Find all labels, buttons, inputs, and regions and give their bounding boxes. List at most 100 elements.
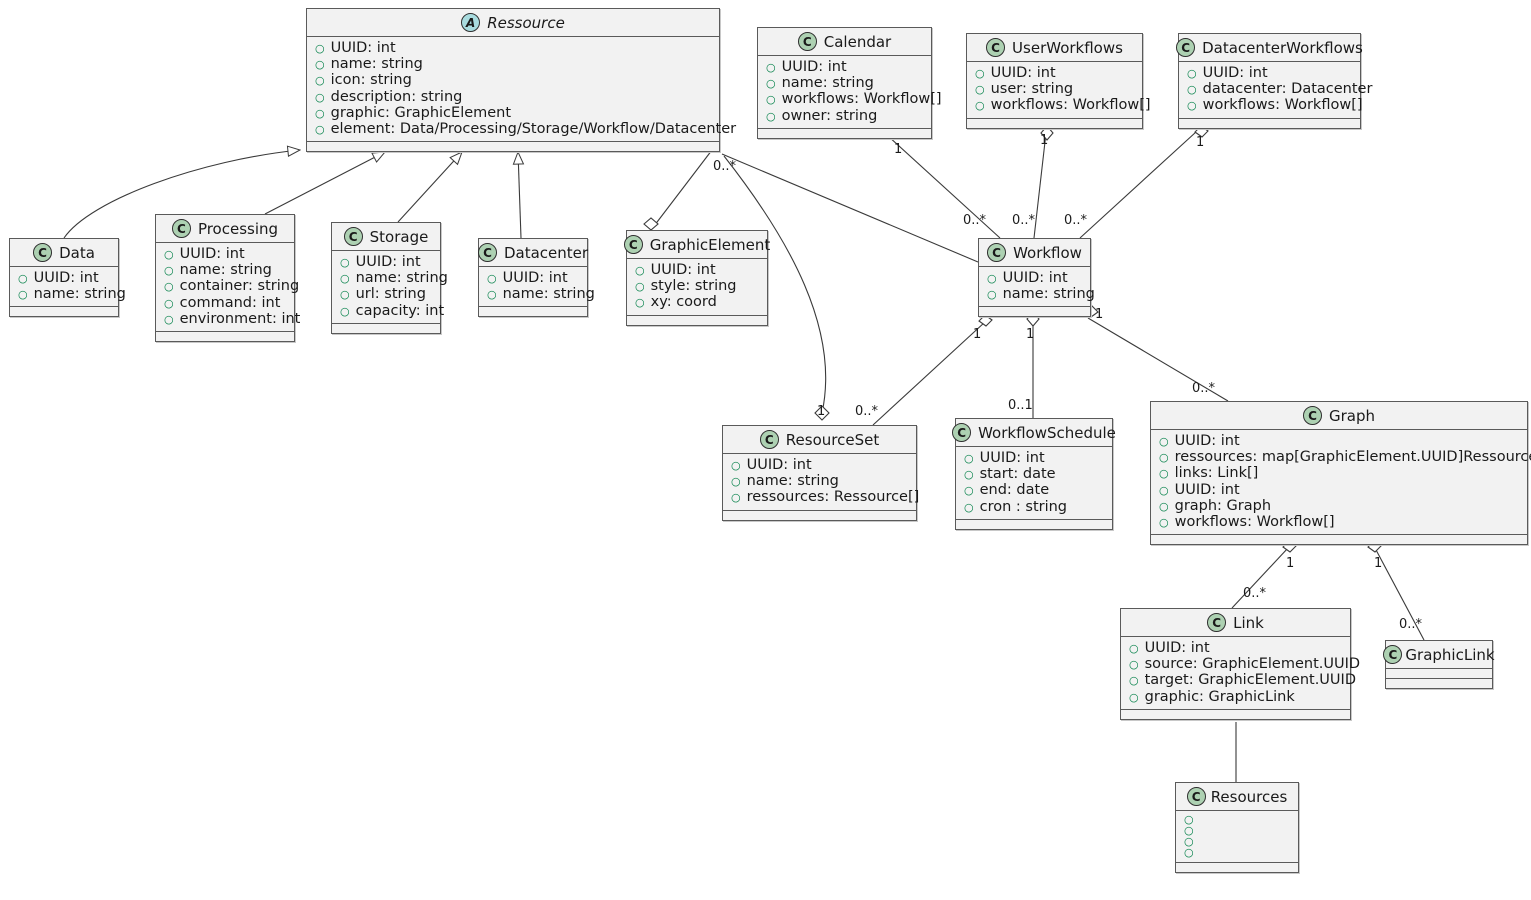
visibility-public-icon: ○ (975, 83, 985, 97)
class-header-calendar: C Calendar (758, 28, 931, 56)
class-header-data: C Data (10, 239, 118, 267)
class-box-workflow[interactable]: C Workflow ○UUID: int ○name: string (978, 238, 1095, 318)
class-name-graphiclink: Resources (1210, 787, 1288, 806)
attribute-row: ○end: date (964, 482, 1050, 499)
attribute-row: ○name: string (487, 286, 595, 303)
visibility-public-icon: ○ (487, 288, 497, 302)
class-icon: C (986, 38, 1006, 57)
attribute-row: ○UUID: int (635, 262, 716, 278)
class-attributes-calendar: ○UUID: int ○name: string ○workflows: Wor… (758, 56, 942, 129)
attribute-row: ○container: string (164, 278, 300, 295)
attribute-row: ○xy: coord (635, 294, 717, 311)
class-name-calendar: Calendar (823, 32, 892, 51)
attribute-row: ○command: int (164, 294, 281, 311)
class-box-graphicelement[interactable]: C GraphicElement ○UUID: int ○style: stri… (623, 230, 770, 326)
attribute-row: ○ (1184, 847, 1290, 858)
attribute-row: ○links: Link[] (1159, 465, 1259, 482)
visibility-public-icon: ○ (975, 67, 985, 80)
visibility-public-icon: ○ (731, 475, 741, 489)
class-box-calendar[interactable]: C Calendar ○UUID: int ○name: string ○wor… (757, 27, 942, 139)
class-box-graphiclink[interactable]: C Resources ○ ○ ○ ○ (1175, 782, 1299, 873)
visibility-public-icon: ○ (1184, 846, 1194, 859)
attribute-row: ○owner: string (766, 107, 878, 124)
class-icon: C (477, 243, 497, 262)
attribute-row: ○name: string (731, 473, 839, 490)
visibility-public-icon: ○ (964, 500, 974, 514)
visibility-public-icon: ○ (635, 280, 645, 294)
class-header-storage: C Storage (332, 223, 440, 251)
edge-storage-ressource (397, 152, 462, 223)
attribute-row: ○cron : string (964, 498, 1068, 515)
class-icon: C (33, 243, 53, 262)
class-icon: C (797, 32, 817, 51)
visibility-public-icon: ○ (315, 58, 325, 72)
attribute-row: ○UUID: int (766, 59, 847, 75)
multiplicity-label: 1 (1026, 327, 1035, 342)
class-icon: C (1302, 406, 1322, 425)
visibility-public-icon: ○ (340, 288, 350, 302)
class-header-workflow: C Workflow (979, 239, 1090, 267)
class-icon: C (171, 219, 191, 238)
class-box-processing[interactable]: C Processing ○UUID: int ○name: string ○c… (155, 214, 301, 343)
class-name-workflowschedule: WorkflowSchedule (978, 423, 1116, 442)
visibility-public-icon: ○ (164, 296, 174, 310)
class-header-workflowschedule: C WorkflowSchedule (952, 419, 1116, 447)
class-header-userworkflows: C UserWorkflows (967, 34, 1142, 62)
visibility-public-icon: ○ (315, 42, 325, 55)
class-name-link: Link (1233, 613, 1264, 632)
attribute-row: ○UUID: int (487, 270, 568, 286)
multiplicity-label: 0..* (1064, 213, 1088, 228)
class-methods-link (1121, 709, 1350, 719)
attribute-row: ○capacity: int (340, 302, 445, 319)
class-attributes-datacenterworkflows: ○UUID: int ○datacenter: Datacenter ○work… (1179, 62, 1372, 119)
visibility-public-icon: ○ (18, 288, 28, 302)
class-box-link[interactable]: C Link ○UUID: int ○source: GraphicElemen… (1120, 608, 1360, 720)
visibility-public-icon: ○ (1159, 499, 1169, 513)
class-header-processing: C Processing (156, 215, 294, 243)
class-box-resources[interactable]: C GraphicLink (1383, 640, 1495, 689)
visibility-public-icon: ○ (766, 61, 776, 74)
visibility-public-icon: ○ (340, 272, 350, 286)
visibility-public-icon: ○ (1187, 99, 1197, 113)
class-name-processing: Processing (197, 219, 279, 238)
class-box-storage[interactable]: C Storage ○UUID: int ○name: string ○url:… (331, 222, 448, 334)
visibility-public-icon: ○ (766, 93, 776, 107)
class-attributes-workflow: ○UUID: int ○name: string (979, 267, 1095, 308)
class-box-data[interactable]: C Data ○UUID: int ○name: string (9, 238, 126, 318)
class-methods-storage (332, 323, 440, 333)
class-header-ressource: A Ressource (307, 9, 719, 37)
attribute-row: ○workflows: Workflow[] (1159, 514, 1335, 531)
class-methods-workflowschedule (956, 519, 1112, 529)
attribute-row: ○start: date (964, 466, 1056, 483)
attribute-row: ○UUID: int (987, 270, 1068, 286)
attribute-row: ○graphic: GraphicElement (315, 104, 512, 121)
attribute-row: ○UUID: int (18, 270, 99, 286)
visibility-public-icon: ○ (987, 272, 997, 285)
class-box-ressource[interactable]: A Ressource ○UUID: int ○name: string ○ic… (306, 8, 736, 153)
class-box-resourceset[interactable]: C ResourceSet ○UUID: int ○name: string ○… (722, 425, 919, 521)
class-header-graphiclink: C Resources (1176, 783, 1298, 811)
multiplicity-label: 0..* (855, 404, 879, 419)
attribute-row: ○workflows: Workflow[] (975, 97, 1151, 114)
attribute-row: ○style: string (635, 278, 737, 295)
class-name-workflow: Workflow (1013, 243, 1082, 262)
class-box-graph[interactable]: C Graph ○UUID: int ○ressources: map[Grap… (1150, 401, 1531, 546)
class-attributes-processing: ○UUID: int ○name: string ○container: str… (156, 243, 301, 333)
visibility-public-icon: ○ (1184, 813, 1194, 826)
visibility-public-icon: ○ (340, 304, 350, 318)
multiplicity-label: 1 (1196, 135, 1205, 150)
class-attributes-storage: ○UUID: int ○name: string ○url: string ○c… (332, 251, 448, 324)
class-box-userworkflows[interactable]: C UserWorkflows ○UUID: int ○user: string… (966, 33, 1151, 129)
class-methods-datacenter (479, 307, 587, 317)
attribute-row: ○environment: int (164, 310, 301, 327)
class-box-workflowschedule[interactable]: C WorkflowSchedule ○UUID: int ○start: da… (952, 418, 1116, 530)
class-box-datacenter[interactable]: C Datacenter ○UUID: int ○name: string (477, 238, 595, 318)
visibility-public-icon: ○ (1159, 483, 1169, 497)
class-attributes-userworkflows: ○UUID: int ○user: string ○workflows: Wor… (967, 62, 1151, 119)
class-box-datacenterworkflows[interactable]: C DatacenterWorkflows ○UUID: int ○datace… (1176, 33, 1372, 129)
visibility-public-icon: ○ (1159, 516, 1169, 530)
class-attributes-graph: ○UUID: int ○ressources: map[GraphicEleme… (1151, 430, 1531, 536)
class-header-graphicelement: C GraphicElement (623, 231, 770, 259)
class-icon: C (343, 227, 363, 246)
class-methods-calendar (758, 128, 931, 138)
